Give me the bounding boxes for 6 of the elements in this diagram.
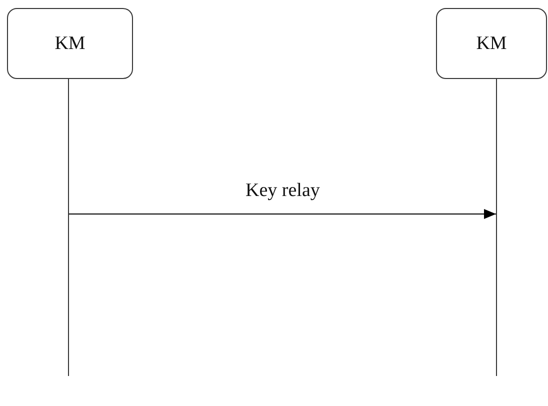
lifeline xyxy=(68,79,69,376)
lifeline xyxy=(496,79,497,376)
participant-box: KM xyxy=(436,8,547,79)
edge-label: Key relay xyxy=(244,180,322,202)
arrow xyxy=(68,209,496,219)
participant-box: KM xyxy=(7,8,133,79)
